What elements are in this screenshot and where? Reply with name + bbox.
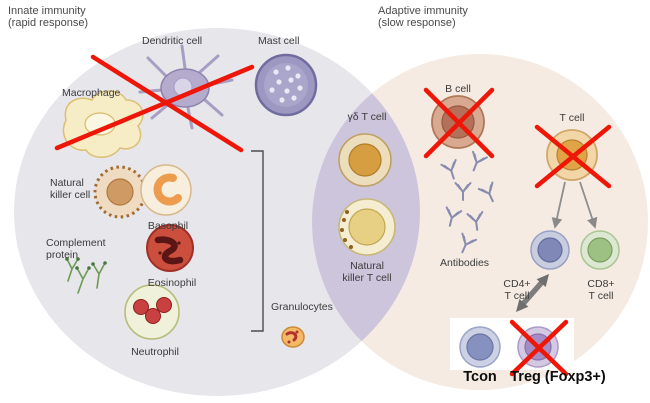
complement-label: Complement [46,237,106,249]
eosinophil-cell [146,224,194,272]
gamma-delta-t-cell [338,133,392,187]
basophil-label: Basophil [148,220,188,232]
cd4-label: CD4+ [503,278,530,290]
neutrophil-cell [124,284,180,340]
cd4-label: T cell [505,290,530,302]
innate-title: Innate immunity [8,5,86,17]
cd4-t-cell [530,230,570,270]
mast-cell [254,53,318,117]
treg-label: Treg (Foxp3+) [510,369,606,385]
natural-killer-cell [93,165,147,219]
nkt-label: Natural [350,260,384,272]
arrow-cd4-to-tcon [516,274,549,312]
tcon-label: Tcon [463,369,497,385]
gamma-delta-label: γδ T cell [348,111,387,123]
nkt-label: killer T cell [342,272,391,284]
red-x-innate-cells [54,64,255,151]
b-cell-label: B cell [445,83,471,95]
cd8-label: T cell [589,290,614,302]
innate-subtitle: (rapid response) [8,17,88,29]
natural-killer-t-cell [338,198,396,256]
granulocytes-label: Granulocytes [271,301,333,313]
red-x-t-cell [534,124,612,189]
arrow-tcell-to-cd4 [551,181,566,229]
red-x-treg [509,319,569,377]
dendritic-cell-label: Dendritic cell [142,35,202,47]
tcon-cell [459,326,501,368]
natural-killer-label: Natural [50,177,84,189]
natural-killer-label: killer cell [50,189,90,201]
eosinophil-label: Eosinophil [148,277,196,289]
complement-protein [65,257,107,294]
antibodies-label: Antibodies [440,257,489,269]
basophil-cell [140,164,192,216]
cd8-t-cell [580,230,620,270]
adaptive-subtitle: (slow response) [378,17,456,29]
red-x-innate-cells [90,54,244,153]
complement-label: protein [46,249,78,261]
mast-cell-label: Mast cell [258,35,299,47]
macrophage-cell [62,90,144,158]
granulocyte-cell [281,326,305,348]
granulocytes-bracket [251,150,264,332]
neutrophil-label: Neutrophil [131,346,179,358]
t-cell-label: T cell [560,112,585,124]
red-x-marks [54,54,612,377]
adaptive-title: Adaptive immunity [378,5,468,17]
arrow-tcell-to-cd8 [579,181,598,229]
cd8-label: CD8+ [587,278,614,290]
red-x-b-cell [423,87,495,159]
macrophage-label: Macrophage [62,87,121,99]
